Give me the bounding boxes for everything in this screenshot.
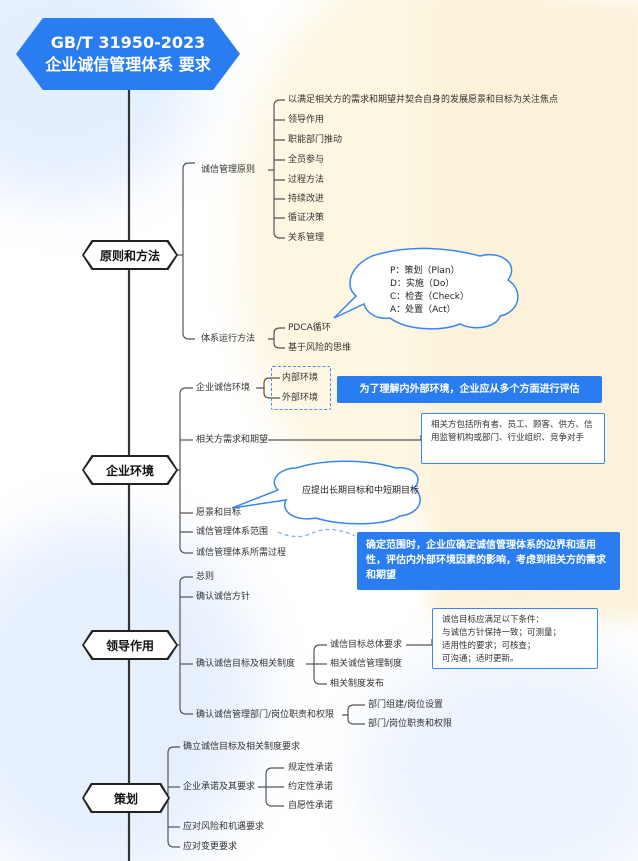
principle-item[interactable]: 全员参与 [288,155,325,165]
method-item[interactable]: 基于风险的思维 [288,343,352,353]
node-leadership[interactable]: 领导作用 [82,630,178,660]
principle-item[interactable]: 职能部门推动 [288,135,343,145]
commitment-item[interactable]: 约定性承诺 [288,782,334,792]
change-requirements[interactable]: 应对变更要求 [183,842,238,852]
node-planning-label: 策划 [84,785,168,811]
department-item[interactable]: 部门/岗位职责和权限 [368,719,453,729]
vision-note: 应提出长期目标和中短期目标 [302,486,420,496]
scope[interactable]: 诚信管理体系范围 [196,527,269,537]
principle-item[interactable]: 关系管理 [288,233,325,243]
establish-objectives[interactable]: 确立诚信目标及相关制度要求 [183,742,301,752]
title-line-2: 企业诚信管理体系 要求 [45,55,211,74]
node-planning[interactable]: 策划 [82,783,170,813]
pdca-cloud [333,247,519,330]
env-callout: 为了理解内外部环境，企业应从多个方面进行评估 [337,376,602,403]
external-env[interactable]: 外部环境 [282,393,319,403]
objectives-note-line: 与诚信方针保持一致；可测量； [442,628,562,638]
scope-callout: 确定范围时，企业应确定诚信管理体系的边界和适用性，评估内外部环境因素的影响，考虑… [357,532,620,590]
department-item[interactable]: 部门组建/岗位设置 [368,700,444,710]
confirm-objectives[interactable]: 确认诚信目标及相关制度 [196,659,296,669]
method-item[interactable]: PDCA循环 [288,323,331,333]
vision-cloud [231,460,421,525]
objectives-note-line: 诚信目标应满足以下条件： [442,615,545,625]
node-principles[interactable]: 原则和方法 [82,240,178,270]
system-methods[interactable]: 体系运行方法 [201,334,256,344]
stakeholders-note: 相关方包括所有者、员工、顾客、供方、信用监管机构或部门、行业组织、竞争对手 [421,413,605,464]
objective-item[interactable]: 诚信目标总体要求 [330,640,403,650]
internal-env[interactable]: 内部环境 [282,373,319,383]
stakeholders[interactable]: 相关方需求和期望 [196,435,269,445]
node-environment[interactable]: 企业环境 [82,455,178,485]
page-title: GB/T 31950-2023 企业诚信管理体系 要求 [16,18,240,90]
general[interactable]: 总则 [196,572,215,582]
objective-item[interactable]: 相关诚信管理制度 [330,659,403,669]
pdca-a: A：处置（Act） [390,305,456,315]
principle-item[interactable]: 领导作用 [288,115,325,125]
node-principles-label: 原则和方法 [84,242,176,268]
objective-item[interactable]: 相关制度发布 [330,679,385,689]
node-leadership-label: 领导作用 [84,632,176,658]
pdca-p: P：策划（Plan） [390,266,460,276]
mgmt-principles[interactable]: 诚信管理原则 [201,165,256,175]
objectives-note: 诚信目标应满足以下条件： 与诚信方针保持一致；可测量； 适用性的要求；可核查； … [432,608,598,669]
confirm-departments[interactable]: 确认诚信管理部门/岗位职责和权限 [196,710,335,720]
commitment-item[interactable]: 规定性承诺 [288,763,334,773]
principle-item[interactable]: 持续改进 [288,194,325,204]
node-environment-label: 企业环境 [84,457,176,483]
commitments[interactable]: 企业承诺及其要求 [183,782,256,792]
risks-opportunities[interactable]: 应对风险和机遇要求 [183,822,265,832]
title-line-1: GB/T 31950-2023 [50,33,206,52]
vision[interactable]: 愿景和目标 [196,508,242,518]
principle-item[interactable]: 以满足相关方的需求和期望并契合自身的发展愿景和目标为关注焦点 [288,95,559,105]
pdca-d: D：实施（Do） [390,279,455,289]
objectives-note-line: 可沟通；适时更新。 [442,654,519,664]
confirm-policy[interactable]: 确认诚信方针 [196,592,251,602]
required-processes[interactable]: 诚信管理体系所需过程 [196,548,287,558]
pdca-c: C：检查（Check） [390,292,469,302]
objectives-note-line: 适用性的要求；可核查； [442,641,536,651]
commitment-item[interactable]: 自愿性承诺 [288,801,334,811]
principle-item[interactable]: 循证决策 [288,213,325,223]
principle-item[interactable]: 过程方法 [288,175,325,185]
integrity-environment[interactable]: 企业诚信环境 [196,383,251,393]
env-dashed-box [271,366,331,410]
